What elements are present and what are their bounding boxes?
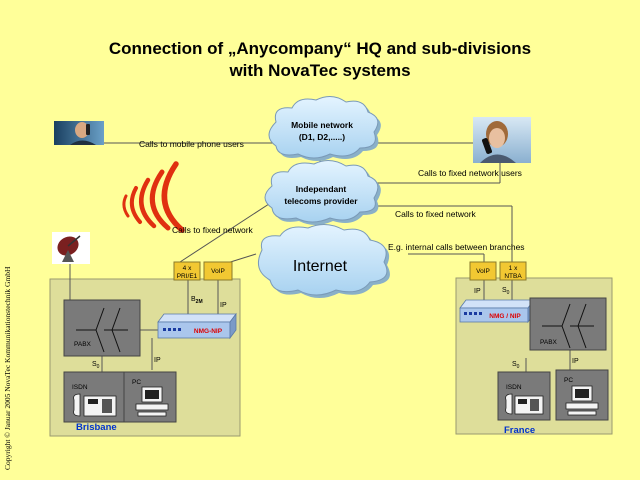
- brisbane-b2m-main: B: [191, 296, 196, 303]
- france-s0-label: S0: [512, 361, 520, 370]
- brisbane-b2m-sub: 2M: [196, 299, 203, 305]
- isdn-phone-icon: [73, 393, 117, 417]
- france-pc-label: PC: [564, 377, 573, 384]
- mobile-caller-photo: [54, 121, 104, 145]
- france-pc: PC: [555, 369, 609, 421]
- brisbane-port-type: PRI/E1: [177, 273, 198, 280]
- pabx-switch-icon: [542, 303, 594, 349]
- calls-fixed-users-label: Calls to fixed network users: [418, 168, 522, 178]
- brisbane-nmg-nip-device: NMG-NIP: [157, 312, 237, 340]
- internet-label: Internet: [293, 258, 348, 275]
- brisbane-pc: PC: [123, 371, 177, 423]
- france-s0-top-sub: 0: [507, 290, 510, 296]
- france-isdn-phone: ISDN: [497, 371, 551, 421]
- isdn-phone-icon: [505, 393, 544, 415]
- france-pabx-label: PABX: [540, 339, 558, 346]
- wireless-signal-icon: [122, 161, 185, 233]
- internet-cloud: Internet: [257, 224, 390, 298]
- france-ntba-port: 1 x NTBA: [499, 261, 527, 281]
- fixed-caller-photo: [473, 117, 531, 163]
- france-s0-top-label: S0: [502, 287, 510, 296]
- france-location-label: France: [504, 425, 535, 436]
- france-pabx: PABX: [529, 297, 607, 351]
- france-s0-top-main: S: [502, 287, 507, 294]
- france-s0-main: S: [512, 361, 517, 368]
- mobile-network-sublabel: (D1, D2,.....): [299, 132, 345, 142]
- france-isdn-label: ISDN: [506, 384, 522, 391]
- france-device-label: NMG / NIP: [489, 313, 521, 320]
- page-title: Connection of „Anycompany“ HQ and sub-di…: [40, 38, 600, 82]
- france-port-type: NTBA: [504, 273, 522, 280]
- brisbane-voip-label: VoIP: [211, 268, 225, 275]
- calls-fixed-right-label: Calls to fixed network: [395, 209, 477, 219]
- brisbane-s0-main: S: [92, 361, 97, 368]
- calls-mobile-label: Calls to mobile phone users: [139, 139, 244, 149]
- brisbane-s0-sub: 0: [97, 364, 100, 370]
- brisbane-isdn-phone: ISDN: [63, 371, 125, 423]
- brisbane-ip-top-label: IP: [220, 302, 227, 309]
- france-voip-label: VoIP: [476, 268, 490, 275]
- france-nmg-nip-device: NMG / NIP: [459, 298, 535, 324]
- france-port-count: 1 x: [509, 265, 518, 272]
- france-voip-port: VoIP: [469, 261, 497, 281]
- brisbane-isdn-label: ISDN: [72, 384, 88, 391]
- mobile-network-label: Mobile network: [291, 120, 353, 130]
- title-line-2: with NovaTec systems: [229, 61, 411, 80]
- title-line-1: Connection of „Anycompany“ HQ and sub-di…: [108, 39, 532, 58]
- france-ip-pc-label: IP: [572, 358, 579, 365]
- provider-cloud: Independant telecoms provider: [264, 160, 381, 225]
- brisbane-pabx-label: PABX: [74, 341, 92, 348]
- brisbane-device-label: NMG-NIP: [194, 328, 223, 335]
- computer-icon: [565, 385, 599, 416]
- brisbane-pc-label: PC: [132, 379, 141, 386]
- brisbane-voip-port: VoIP: [203, 261, 233, 281]
- brisbane-s0-label: S0: [92, 361, 100, 370]
- brisbane-b2m-label: B2M: [191, 296, 203, 305]
- calls-fixed-left-label: Calls to fixed network: [172, 225, 254, 235]
- pabx-switch-icon: [76, 307, 128, 353]
- brisbane-pabx: PABX: [63, 299, 141, 357]
- brisbane-location-label: Brisbane: [76, 422, 117, 433]
- brisbane-ip-pc-label: IP: [154, 357, 161, 364]
- france-s0-sub: 0: [517, 364, 520, 370]
- mobile-network-cloud: Mobile network (D1, D2,.....): [268, 96, 381, 161]
- brisbane-pri-port: 4 x PRI/E1: [173, 261, 201, 281]
- internal-calls-label: E.g. internal calls between branches: [388, 242, 525, 252]
- provider-sublabel: telecoms provider: [284, 196, 358, 206]
- brisbane-port-count: 4 x: [183, 265, 192, 272]
- france-ip-top-label: IP: [474, 288, 481, 295]
- computer-icon: [135, 386, 169, 417]
- satellite-dish-icon: [52, 232, 90, 264]
- provider-label: Independant: [296, 184, 347, 194]
